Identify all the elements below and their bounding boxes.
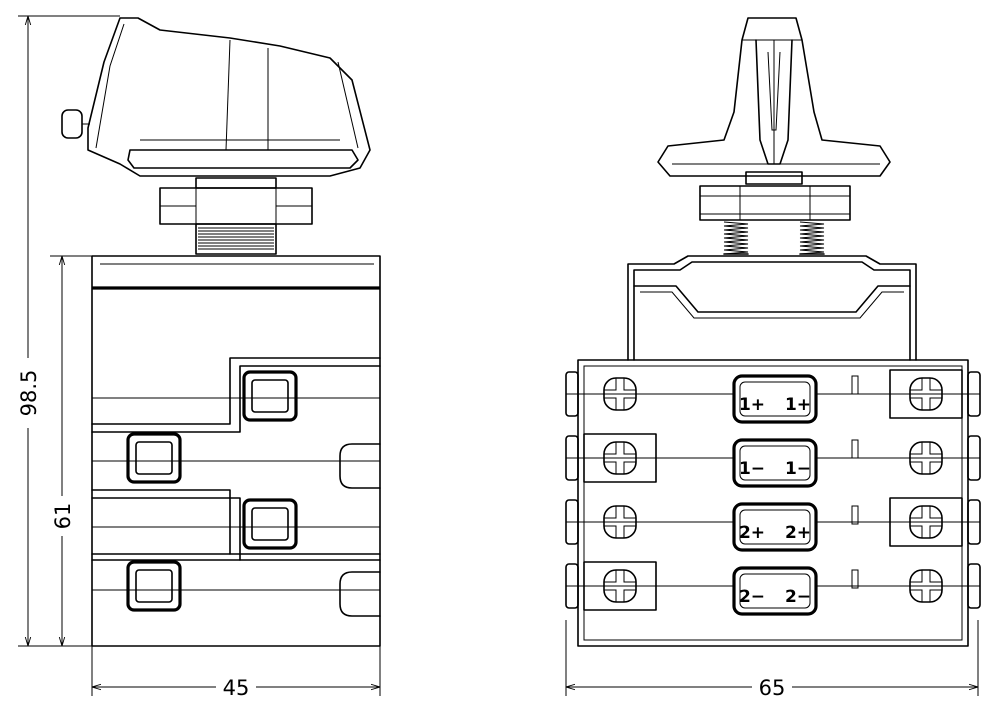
side-view-knob: [61, 17, 371, 177]
terminal-row-2: 1− 1−: [732, 438, 818, 488]
left-screw-4: [583, 561, 657, 611]
right-bolt-1: [967, 371, 981, 417]
contact-row-3: [578, 497, 968, 547]
rear-view: 1+ 1+ 1− 1− 2+ 2+ 2− 2− 65: [565, 17, 981, 700]
terminal-2-left-label: 1−: [739, 459, 765, 479]
contact-row-1: [578, 369, 968, 419]
spring-1: [723, 221, 749, 255]
contact-row-4: [578, 561, 968, 611]
dimension-label-body-height: 61: [51, 503, 75, 530]
right-screw-1: [889, 369, 963, 419]
right-bolt-2: [967, 435, 981, 481]
side-view-body: [91, 255, 381, 647]
right-screw-2: [909, 441, 943, 475]
left-bolt-1: [565, 371, 579, 417]
dimension-body-height: 61: [50, 255, 92, 646]
side-terminal-4: [126, 560, 182, 612]
left-bolt-2: [565, 435, 579, 481]
rear-view-knob: [657, 17, 891, 185]
spring-2: [799, 221, 825, 255]
terminal-3-right-label: 2+: [785, 523, 811, 543]
side-view-nut: [159, 177, 313, 255]
left-screw-2: [583, 433, 657, 483]
side-view: 98.5 61 45: [16, 15, 381, 700]
terminal-1-left-label: 1+: [739, 395, 765, 415]
dimension-body-width: 45: [91, 646, 381, 700]
side-terminal-3: [242, 498, 298, 550]
terminal-3-left-label: 2+: [739, 523, 765, 543]
terminal-4-right-label: 2−: [785, 587, 811, 607]
right-screw-4: [909, 569, 943, 603]
side-terminal-1: [242, 370, 298, 422]
terminal-4-left-label: 2−: [739, 587, 765, 607]
left-bolt-3: [565, 499, 579, 545]
terminal-1-right-label: 1+: [785, 395, 811, 415]
rear-view-nut: [699, 185, 851, 255]
left-screw-1: [603, 377, 637, 411]
contact-rows: [578, 369, 968, 611]
dimension-label-overall-height: 98.5: [17, 370, 41, 417]
thread: [198, 227, 274, 250]
springs: [723, 221, 825, 255]
dimension-label-rear-width: 65: [759, 676, 786, 700]
side-bolts: [565, 371, 981, 609]
left-screw-3: [603, 505, 637, 539]
dimension-rear-width: 65: [565, 620, 979, 700]
right-bolt-3: [967, 499, 981, 545]
side-terminal-2: [126, 432, 182, 484]
dimension-label-body-width: 45: [223, 676, 250, 700]
terminal-row-1: 1+ 1+: [732, 374, 818, 424]
left-bolt-4: [565, 563, 579, 609]
terminal-2-right-label: 1−: [785, 459, 811, 479]
rear-view-housing: [565, 255, 981, 647]
contact-row-2: [578, 433, 968, 483]
terminal-row-4: 2− 2−: [732, 566, 818, 616]
terminal-row-3: 2+ 2+: [732, 502, 818, 552]
dimension-overall-height: 98.5: [16, 15, 120, 647]
right-screw-3: [889, 497, 963, 547]
right-bolt-4: [967, 563, 981, 609]
